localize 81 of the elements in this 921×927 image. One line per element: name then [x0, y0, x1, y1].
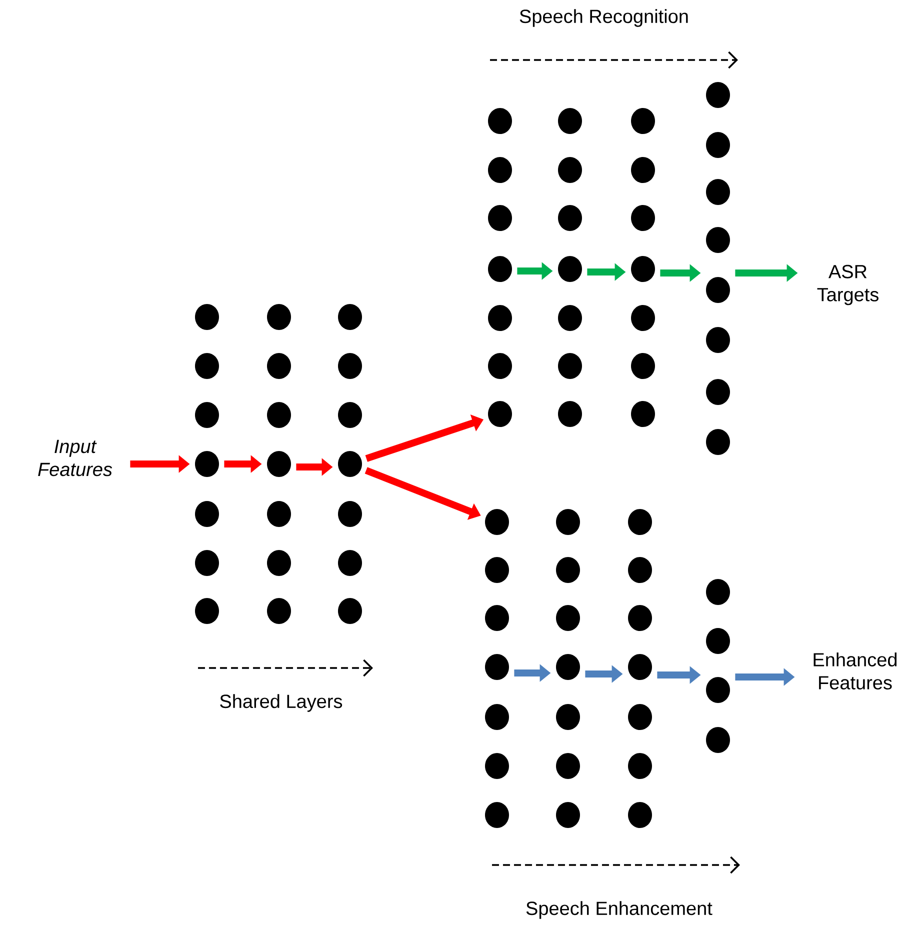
neuron-dot: [488, 353, 512, 379]
neuron-dot: [267, 550, 291, 576]
neuron-dot: [195, 598, 219, 624]
neuron-dot: [488, 157, 512, 183]
section-label: Speech Enhancement: [526, 901, 712, 919]
neuron-dot: [558, 157, 582, 183]
neuron-dot: [556, 753, 580, 779]
neuron-dot: [485, 704, 509, 730]
neuron-dot: [628, 753, 652, 779]
neuron-dot: [558, 401, 582, 427]
neuron-dot: [556, 605, 580, 631]
neuron-dot: [195, 501, 219, 527]
neuron-dot: [485, 557, 509, 583]
section-label: Speech Recognition: [520, 9, 688, 27]
neuron-dot: [267, 451, 291, 477]
neuron-dot: [488, 205, 512, 231]
neuron-dot: [338, 501, 362, 527]
neuron-dot: [267, 353, 291, 379]
neuron-dot: [195, 550, 219, 576]
neuron-dot: [631, 353, 655, 379]
neuron-dot: [631, 157, 655, 183]
neuron-dot: [488, 401, 512, 427]
neuron-dot: [628, 509, 652, 535]
neuron-dot: [706, 132, 730, 158]
neuron-dot: [628, 704, 652, 730]
neuron-dot: [485, 509, 509, 535]
neuron-dot: [195, 353, 219, 379]
neuron-dot: [195, 304, 219, 330]
neuron-dot: [338, 550, 362, 576]
neuron-dot: [558, 205, 582, 231]
neuron-dot: [485, 802, 509, 828]
neuron-dot: [706, 727, 730, 753]
neuron-dot: [706, 327, 730, 353]
node-label: Input Features: [38, 440, 112, 476]
neuron-dot: [556, 704, 580, 730]
neuron-dot: [267, 501, 291, 527]
neuron-dot: [631, 305, 655, 331]
neuron-dot: [488, 108, 512, 134]
neuron-dot: [631, 256, 655, 282]
neuron-dot: [488, 256, 512, 282]
neuron-dot: [556, 802, 580, 828]
neuron-dot: [706, 179, 730, 205]
neuron-dot: [631, 108, 655, 134]
neuron-dot: [558, 353, 582, 379]
neuron-dot: [558, 256, 582, 282]
neuron-dot: [556, 654, 580, 680]
section-label: Shared Layers: [220, 694, 342, 712]
neuron-dot: [267, 304, 291, 330]
neuron-dot: [485, 605, 509, 631]
node-label: ASR Targets: [817, 264, 878, 306]
neuron-dot: [485, 654, 509, 680]
neuron-dot: [556, 557, 580, 583]
neuron-dot: [631, 401, 655, 427]
neuron-dot: [338, 451, 362, 477]
neuron-dot: [706, 677, 730, 703]
neuron-dot: [628, 557, 652, 583]
neuron-dot: [195, 402, 219, 428]
neuron-dot: [706, 579, 730, 605]
neuron-dot: [338, 402, 362, 428]
neuron-dot: [706, 277, 730, 303]
neuron-dot: [267, 402, 291, 428]
neuron-dot: [556, 509, 580, 535]
neuron-dot: [485, 753, 509, 779]
neuron-dot: [488, 305, 512, 331]
neuron-dot: [558, 305, 582, 331]
neuron-dot: [338, 598, 362, 624]
neuron-dot: [628, 605, 652, 631]
neuron-dot: [706, 429, 730, 455]
neuron-dot: [706, 82, 730, 108]
neuron-dot: [628, 654, 652, 680]
neuron-dot: [706, 379, 730, 405]
neuron-dot: [558, 108, 582, 134]
neuron-dot: [628, 802, 652, 828]
neuron-dot: [631, 205, 655, 231]
neuron-dot: [338, 353, 362, 379]
node-label: Enhanced Features: [814, 652, 897, 690]
neuron-dot: [195, 451, 219, 477]
neuron-dot: [338, 304, 362, 330]
neuron-dot: [706, 628, 730, 654]
neuron-dot: [706, 227, 730, 253]
neuron-dot: [267, 598, 291, 624]
